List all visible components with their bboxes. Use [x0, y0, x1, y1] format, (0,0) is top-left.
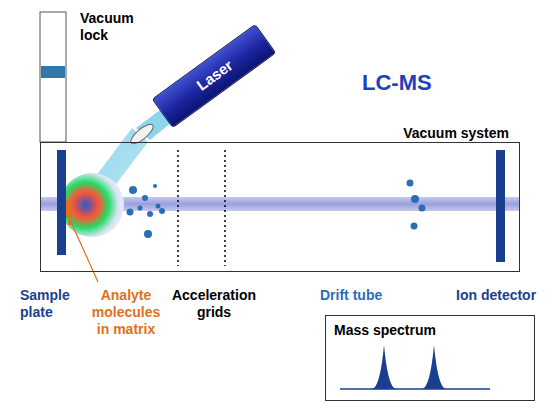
acceleration-grid [177, 150, 179, 266]
vacuum-lock-tube [40, 12, 66, 142]
node-label: Vacuum system [403, 125, 509, 141]
laser-device: Laser [152, 24, 277, 128]
leader-line [71, 222, 98, 282]
vacuum-lock-label: Vacuum lock [80, 10, 150, 44]
vacuum-chamber: Vacuum system [40, 142, 520, 272]
ion-detector [496, 150, 505, 262]
spectrum-axis [340, 388, 490, 390]
spectrum-box: Mass spectrum [325, 315, 535, 401]
acceleration-grid [224, 150, 226, 266]
analyte-label: Analyte molecules in matrix [86, 287, 166, 338]
analyte-spot [66, 200, 72, 218]
sample-plate-label: Sample plate [20, 287, 80, 321]
sample-plate [57, 150, 66, 255]
node-label: Laser [194, 57, 236, 93]
node-label: Mass spectrum [334, 322, 436, 338]
ion-detector-label: Ion detector [456, 287, 551, 304]
diagram-title: LC-MS [362, 70, 432, 96]
spectrum-peak [422, 345, 446, 389]
lock-valve [41, 66, 65, 78]
drift-tube-label: Drift tube [320, 287, 420, 304]
spectrum-peak [372, 345, 396, 389]
leader-arrowhead [68, 216, 74, 225]
ions [127, 180, 426, 239]
ion-plume [60, 173, 124, 237]
grids-label: Acceleration grids [164, 287, 264, 321]
